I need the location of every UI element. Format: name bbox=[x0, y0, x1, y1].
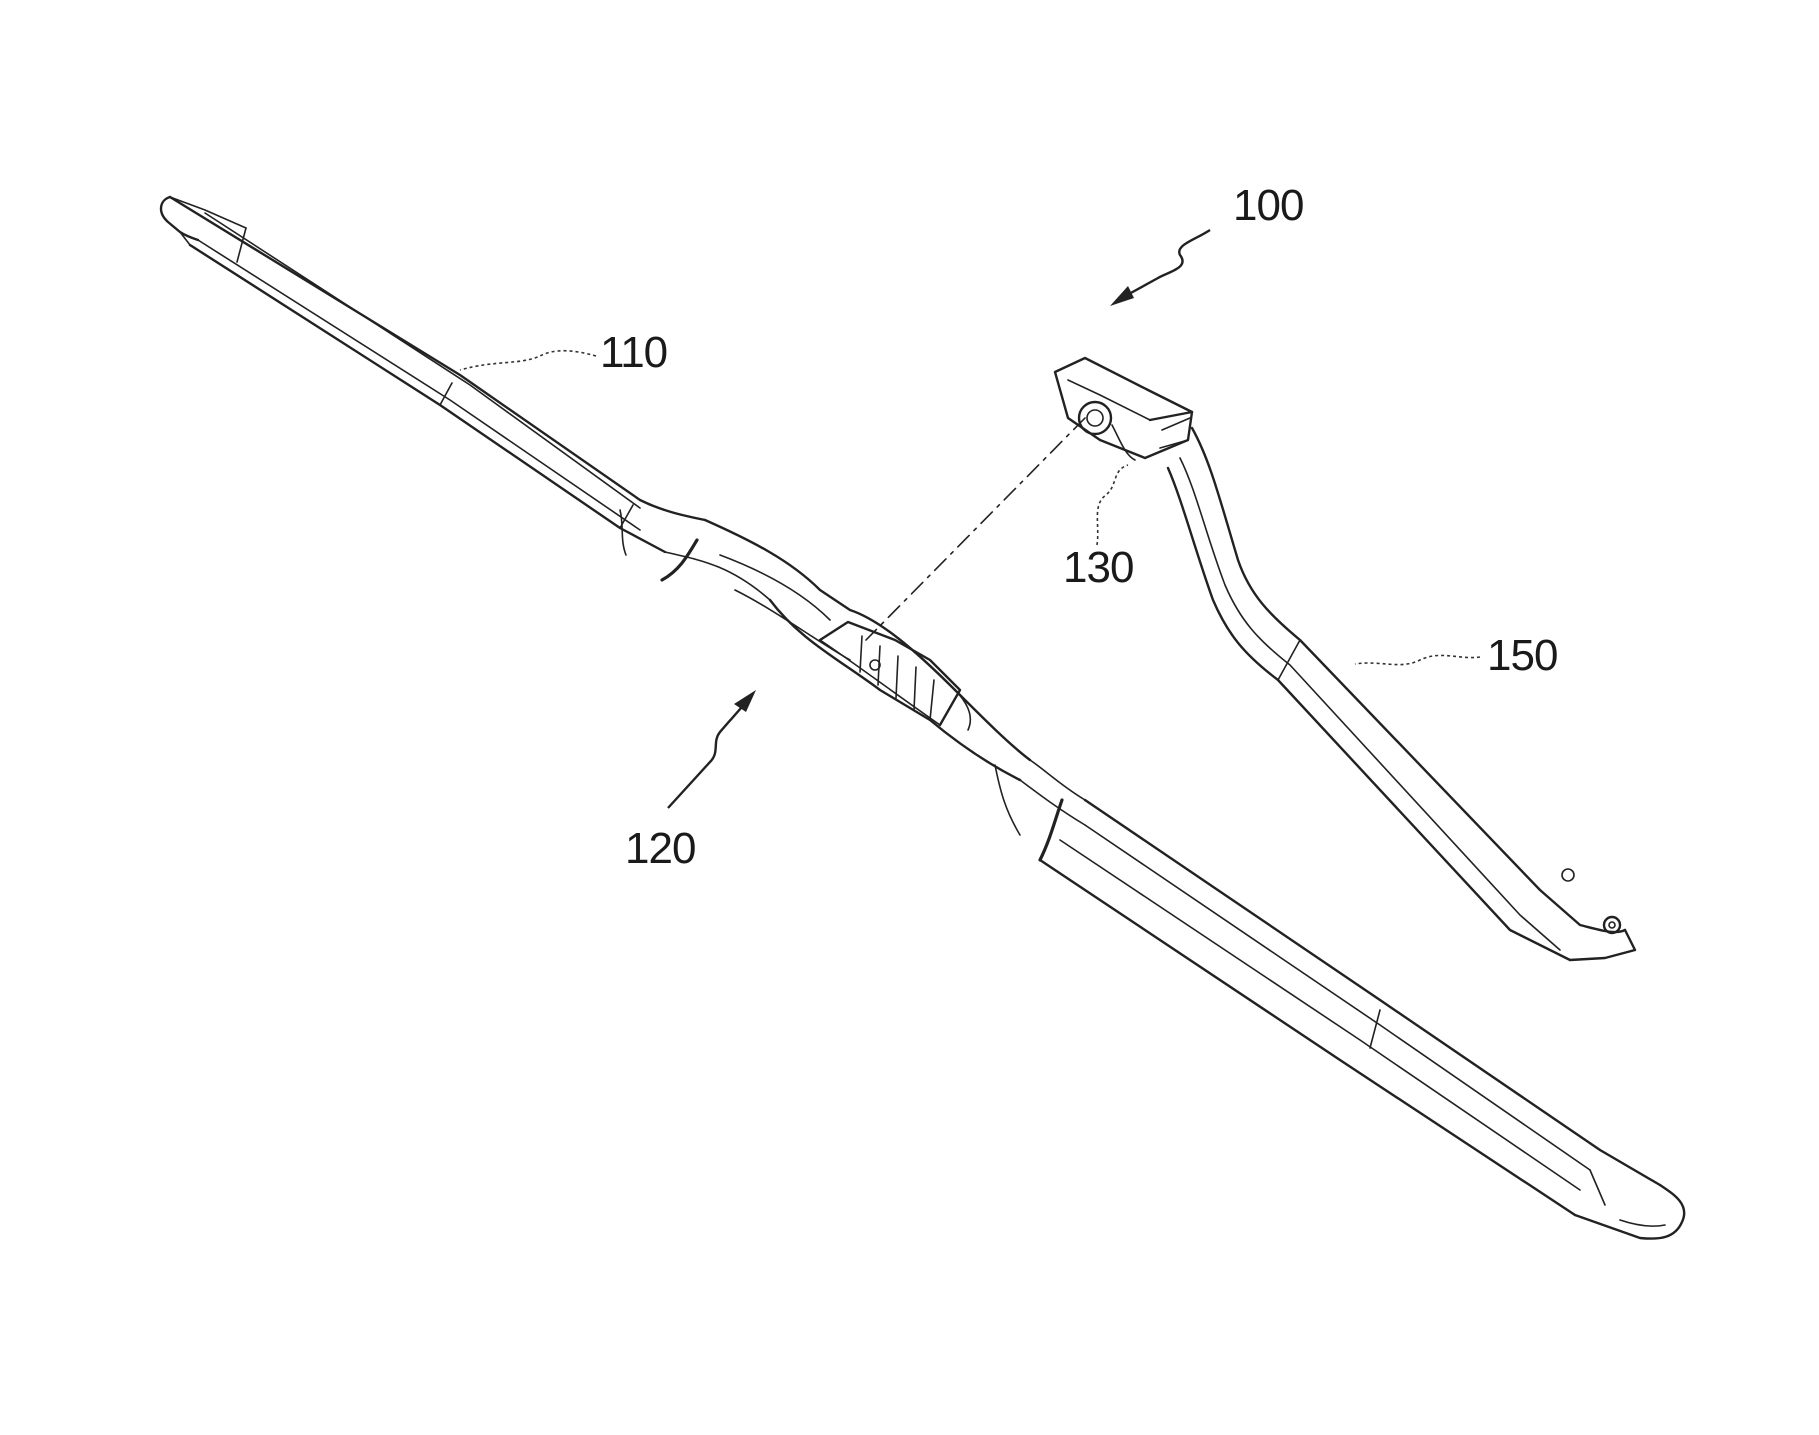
label-130: 130 bbox=[1063, 543, 1133, 592]
wiper-arm bbox=[1168, 428, 1635, 960]
leader-110 bbox=[460, 351, 596, 370]
adapter bbox=[1055, 358, 1192, 460]
label-100: 100 bbox=[1233, 181, 1303, 230]
leader-120 bbox=[668, 690, 756, 808]
assembly-line bbox=[866, 418, 1085, 640]
label-120: 120 bbox=[625, 824, 695, 873]
leader-100 bbox=[1110, 230, 1210, 306]
leader-150 bbox=[1355, 655, 1480, 664]
wiper-blade bbox=[161, 197, 1684, 1239]
label-110: 110 bbox=[600, 328, 667, 377]
leader-130 bbox=[1097, 465, 1128, 545]
label-150: 150 bbox=[1487, 631, 1557, 680]
